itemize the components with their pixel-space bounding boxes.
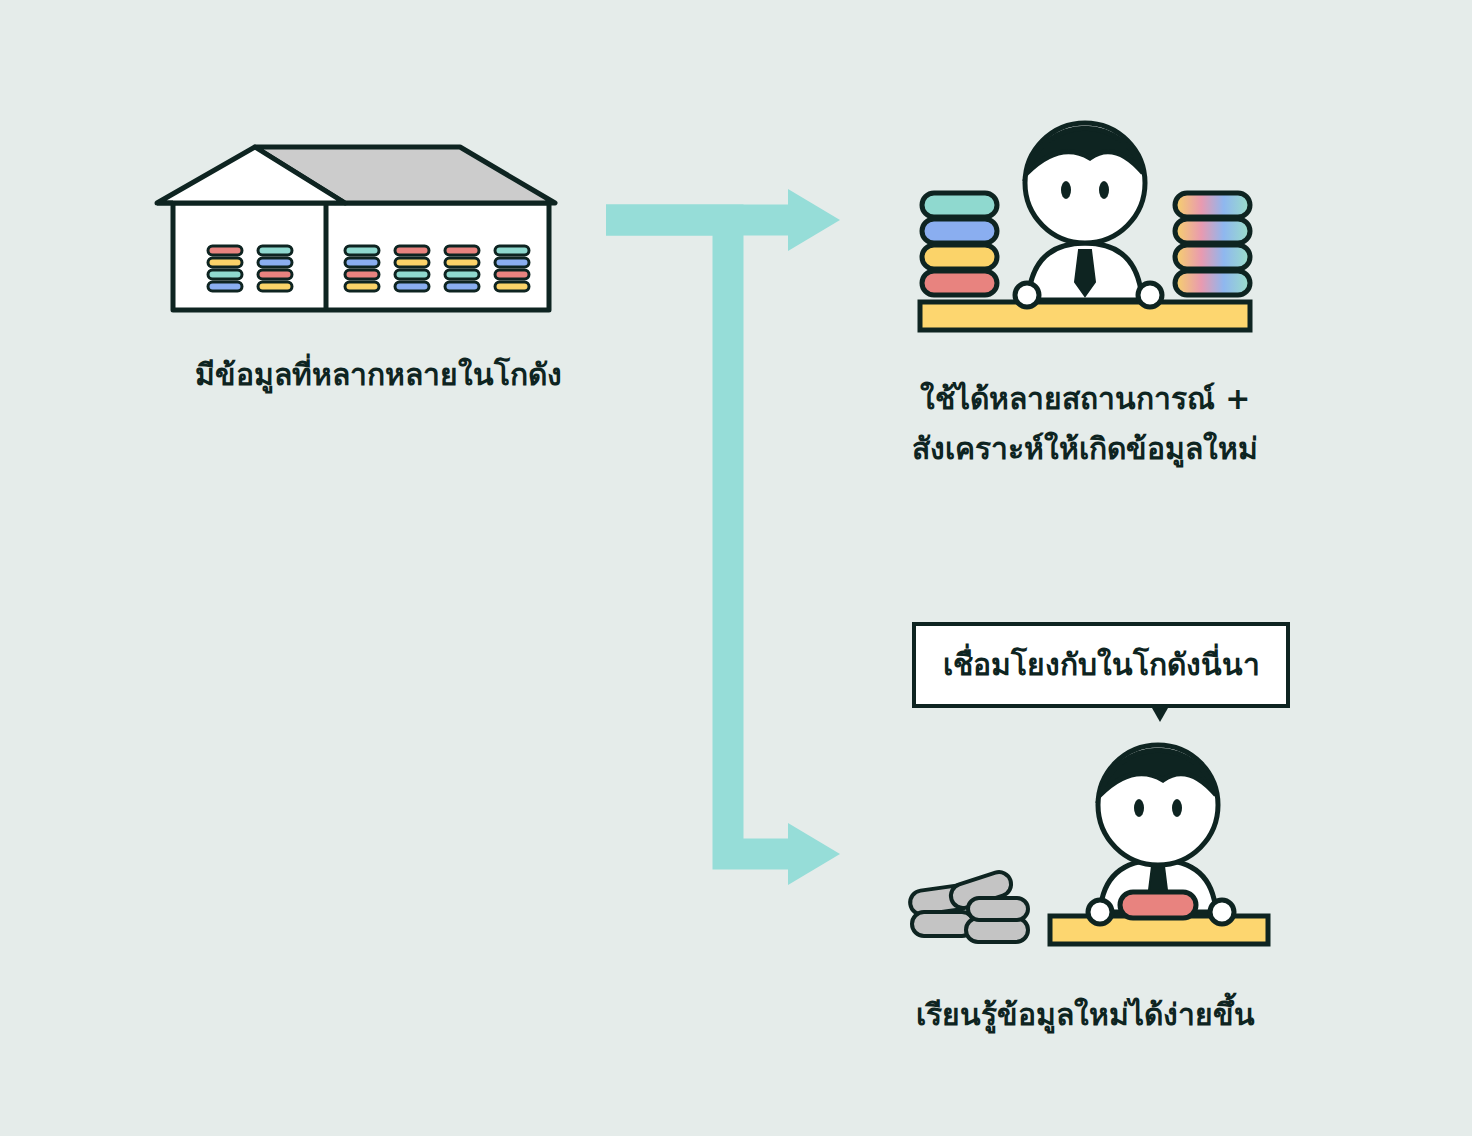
- warehouse: [157, 147, 555, 310]
- flow-arrow: [606, 220, 840, 885]
- bubble-tail: [1152, 708, 1168, 722]
- speech-bubble: เชื่อมโยงกับในโกดังนี่นา: [912, 622, 1290, 708]
- warehouse-node: มีข้อมูลที่หลากหลายในโกดัง: [150, 130, 606, 412]
- arrow-shaft: [606, 220, 790, 854]
- data-stacks: [922, 193, 1250, 295]
- data-stacks: [208, 246, 529, 291]
- arrow-head: [788, 823, 840, 885]
- node-label: เรียนรู้ข้อมูลใหม่ได้ง่ายขึ้น: [916, 990, 1255, 1040]
- node-label: ใช้ได้หลายสถานการณ์ + สังเคราะห์ให้เกิดข…: [865, 374, 1305, 474]
- outcome-node: ใช้ได้หลายสถานการณ์ + สังเคราะห์ให้เกิดข…: [840, 110, 1330, 482]
- node-label: เชื่อมโยงกับในโกดังนี่นา: [943, 640, 1260, 690]
- node-label: มีข้อมูลที่หลากหลายในโกดัง: [195, 350, 562, 400]
- arrow-head: [788, 189, 840, 251]
- outcome-node: เรียนรู้ข้อมูลใหม่ได้ง่ายขึ้น: [840, 730, 1330, 1050]
- person-top: [920, 123, 1250, 330]
- person-bottom: [909, 745, 1268, 944]
